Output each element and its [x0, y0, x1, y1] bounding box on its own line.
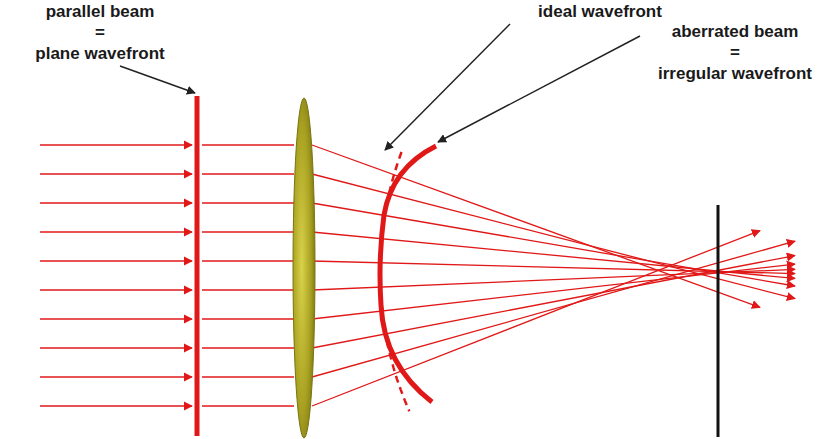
aberrated-wavefront [380, 146, 436, 402]
light-ray [312, 232, 795, 278]
light-ray [40, 202, 192, 203]
light-ray [202, 318, 294, 319]
light-ray [202, 376, 294, 377]
annotation-label: = [730, 43, 740, 63]
screen [717, 205, 720, 437]
light-ray [202, 173, 294, 174]
light-ray [40, 405, 192, 406]
light-ray [40, 318, 192, 319]
light-ray [40, 173, 192, 174]
light-ray [202, 260, 294, 261]
light-ray [40, 231, 192, 232]
annotation-label: irregular wavefront [658, 64, 812, 84]
annotation-label: ideal wavefront [538, 2, 662, 22]
annotation-label: aberrated beam [672, 22, 799, 42]
leader-line [385, 24, 510, 150]
light-ray [40, 289, 192, 290]
lens [293, 98, 315, 438]
light-ray [40, 347, 192, 348]
light-ray [312, 241, 795, 377]
light-ray [40, 260, 192, 261]
plane-wavefront [195, 96, 200, 436]
light-ray [202, 405, 294, 406]
leader-line [438, 36, 640, 142]
leader-line [120, 66, 195, 93]
light-ray [40, 144, 192, 145]
light-ray [202, 202, 294, 203]
annotation-label: plane wavefront [35, 44, 164, 64]
light-ray [202, 231, 294, 232]
light-ray [202, 144, 294, 145]
light-ray [202, 347, 294, 348]
light-ray [202, 289, 294, 290]
light-ray [40, 376, 192, 377]
annotation-label: = [95, 23, 105, 43]
light-ray [312, 174, 795, 299]
light-rays [40, 145, 795, 406]
annotation-label: parallel beam [46, 2, 155, 22]
